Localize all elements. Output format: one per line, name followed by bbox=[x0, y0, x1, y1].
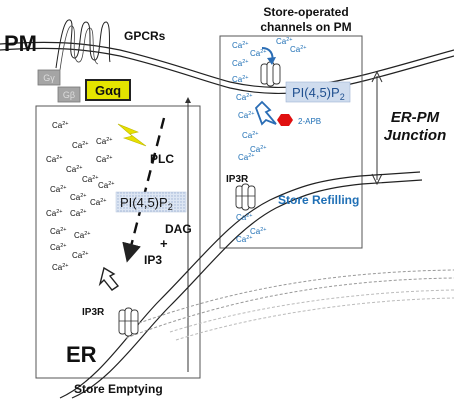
g-beta-label: Gβ bbox=[63, 90, 75, 100]
calcium-ion-label: Ca2+ bbox=[72, 141, 89, 150]
calcium-ion-label: Ca2+ bbox=[232, 41, 249, 50]
lightning-icon bbox=[117, 123, 147, 147]
store-refilling-label: Store Refilling bbox=[278, 193, 359, 207]
store-emptying-label: Store Emptying bbox=[74, 382, 163, 396]
calcium-ion-label: Ca2+ bbox=[276, 37, 293, 46]
calcium-ion-label: Ca2+ bbox=[238, 111, 255, 120]
calcium-ion-label: Ca2+ bbox=[90, 198, 107, 207]
calcium-ion-label: Ca2+ bbox=[52, 263, 69, 272]
er-dashed-continuation bbox=[119, 269, 454, 341]
pip2-left-label: PI(4,5)P2 bbox=[120, 195, 173, 212]
calcium-ion-label: Ca2+ bbox=[70, 209, 87, 218]
er-label: ER bbox=[66, 342, 97, 367]
calcium-ion-label: Ca2+ bbox=[96, 137, 113, 146]
hollow-down-arrow-right bbox=[254, 100, 277, 126]
gpcrs-label: GPCRs bbox=[124, 29, 166, 43]
junction-label-line1: ER-PM bbox=[391, 109, 440, 126]
calcium-ion-label: Ca2+ bbox=[236, 213, 253, 222]
signaling-pathway-arrow bbox=[122, 117, 166, 263]
plc-label: PLC bbox=[150, 152, 174, 166]
two-apb-icon bbox=[277, 114, 293, 126]
calcium-ion-label: Ca2+ bbox=[290, 45, 307, 54]
calcium-ion-label: Ca2+ bbox=[236, 93, 253, 102]
g-alpha-q-label: Gαq bbox=[95, 83, 121, 98]
calcium-ion-label: Ca2+ bbox=[238, 153, 255, 162]
calcium-influx-arrowhead bbox=[267, 57, 276, 65]
calcium-ion-label: Ca2+ bbox=[82, 175, 99, 184]
g-beta-subunit: Gβ bbox=[57, 86, 81, 103]
er-membrane bbox=[59, 171, 423, 399]
calcium-ion-label: Ca2+ bbox=[242, 131, 259, 140]
pip2-left-box bbox=[115, 191, 187, 213]
g-gamma-subunit: Gγ bbox=[37, 69, 61, 86]
store-operated-channel-icon bbox=[260, 61, 281, 87]
calcium-ion-label: Ca2+ bbox=[232, 75, 249, 84]
pip2-right-label: PI(4,5)P2 bbox=[292, 85, 345, 102]
calcium-ion-label: Ca2+ bbox=[232, 59, 249, 68]
ip3r-right-label: IP3R bbox=[226, 174, 249, 185]
plus-label: + bbox=[160, 236, 168, 251]
calcium-ion-label: Ca2+ bbox=[50, 243, 67, 252]
pip2-right-box bbox=[285, 81, 351, 103]
plasma-membrane bbox=[0, 41, 454, 95]
store-emptying-box bbox=[35, 105, 201, 379]
calcium-ion-label: Ca2+ bbox=[50, 185, 67, 194]
calcium-ion-label: Ca2+ bbox=[74, 231, 91, 240]
calcium-ion-label: Ca2+ bbox=[70, 193, 87, 202]
calcium-ion-label: Ca2+ bbox=[236, 235, 253, 244]
soc-title-line1: Store-operated bbox=[263, 5, 348, 19]
calcium-ion-label: Ca2+ bbox=[98, 181, 115, 190]
calcium-ion-label: Ca2+ bbox=[72, 251, 89, 260]
pm-label: PM bbox=[4, 31, 37, 56]
dag-label: DAG bbox=[165, 222, 192, 236]
store-refilling-box bbox=[219, 35, 363, 249]
calcium-ion-label: Ca2+ bbox=[250, 227, 267, 236]
g-alpha-q-subunit: Gαq bbox=[85, 79, 131, 101]
soc-title-line2: channels on PM bbox=[260, 20, 351, 34]
ip3r-left-channel-icon bbox=[118, 307, 139, 337]
hollow-up-arrow-left bbox=[98, 266, 120, 291]
junction-label-line2: Junction bbox=[384, 127, 447, 144]
calcium-ion-label: Ca2+ bbox=[250, 49, 267, 58]
calcium-ion-label: Ca2+ bbox=[66, 165, 83, 174]
ip3-label: IP3 bbox=[144, 253, 162, 267]
gpcr-icon bbox=[55, 19, 111, 71]
calcium-ion-label: Ca2+ bbox=[250, 145, 267, 154]
calcium-ion-label: Ca2+ bbox=[96, 155, 113, 164]
two-apb-label: 2-APB bbox=[298, 117, 321, 126]
calcium-ion-label: Ca2+ bbox=[46, 155, 63, 164]
junction-double-arrow bbox=[371, 70, 383, 186]
ip3r-left-label: IP3R bbox=[82, 307, 105, 318]
ip3r-right-channel-icon bbox=[235, 183, 256, 211]
calcium-ions: Ca2+Ca2+Ca2+Ca2+Ca2+Ca2+Ca2+Ca2+Ca2+Ca2+… bbox=[46, 37, 307, 272]
calcium-ion-label: Ca2+ bbox=[46, 209, 63, 218]
calcium-ion-label: Ca2+ bbox=[52, 121, 69, 130]
calcium-ion-label: Ca2+ bbox=[50, 227, 67, 236]
g-gamma-label: Gγ bbox=[43, 73, 55, 83]
